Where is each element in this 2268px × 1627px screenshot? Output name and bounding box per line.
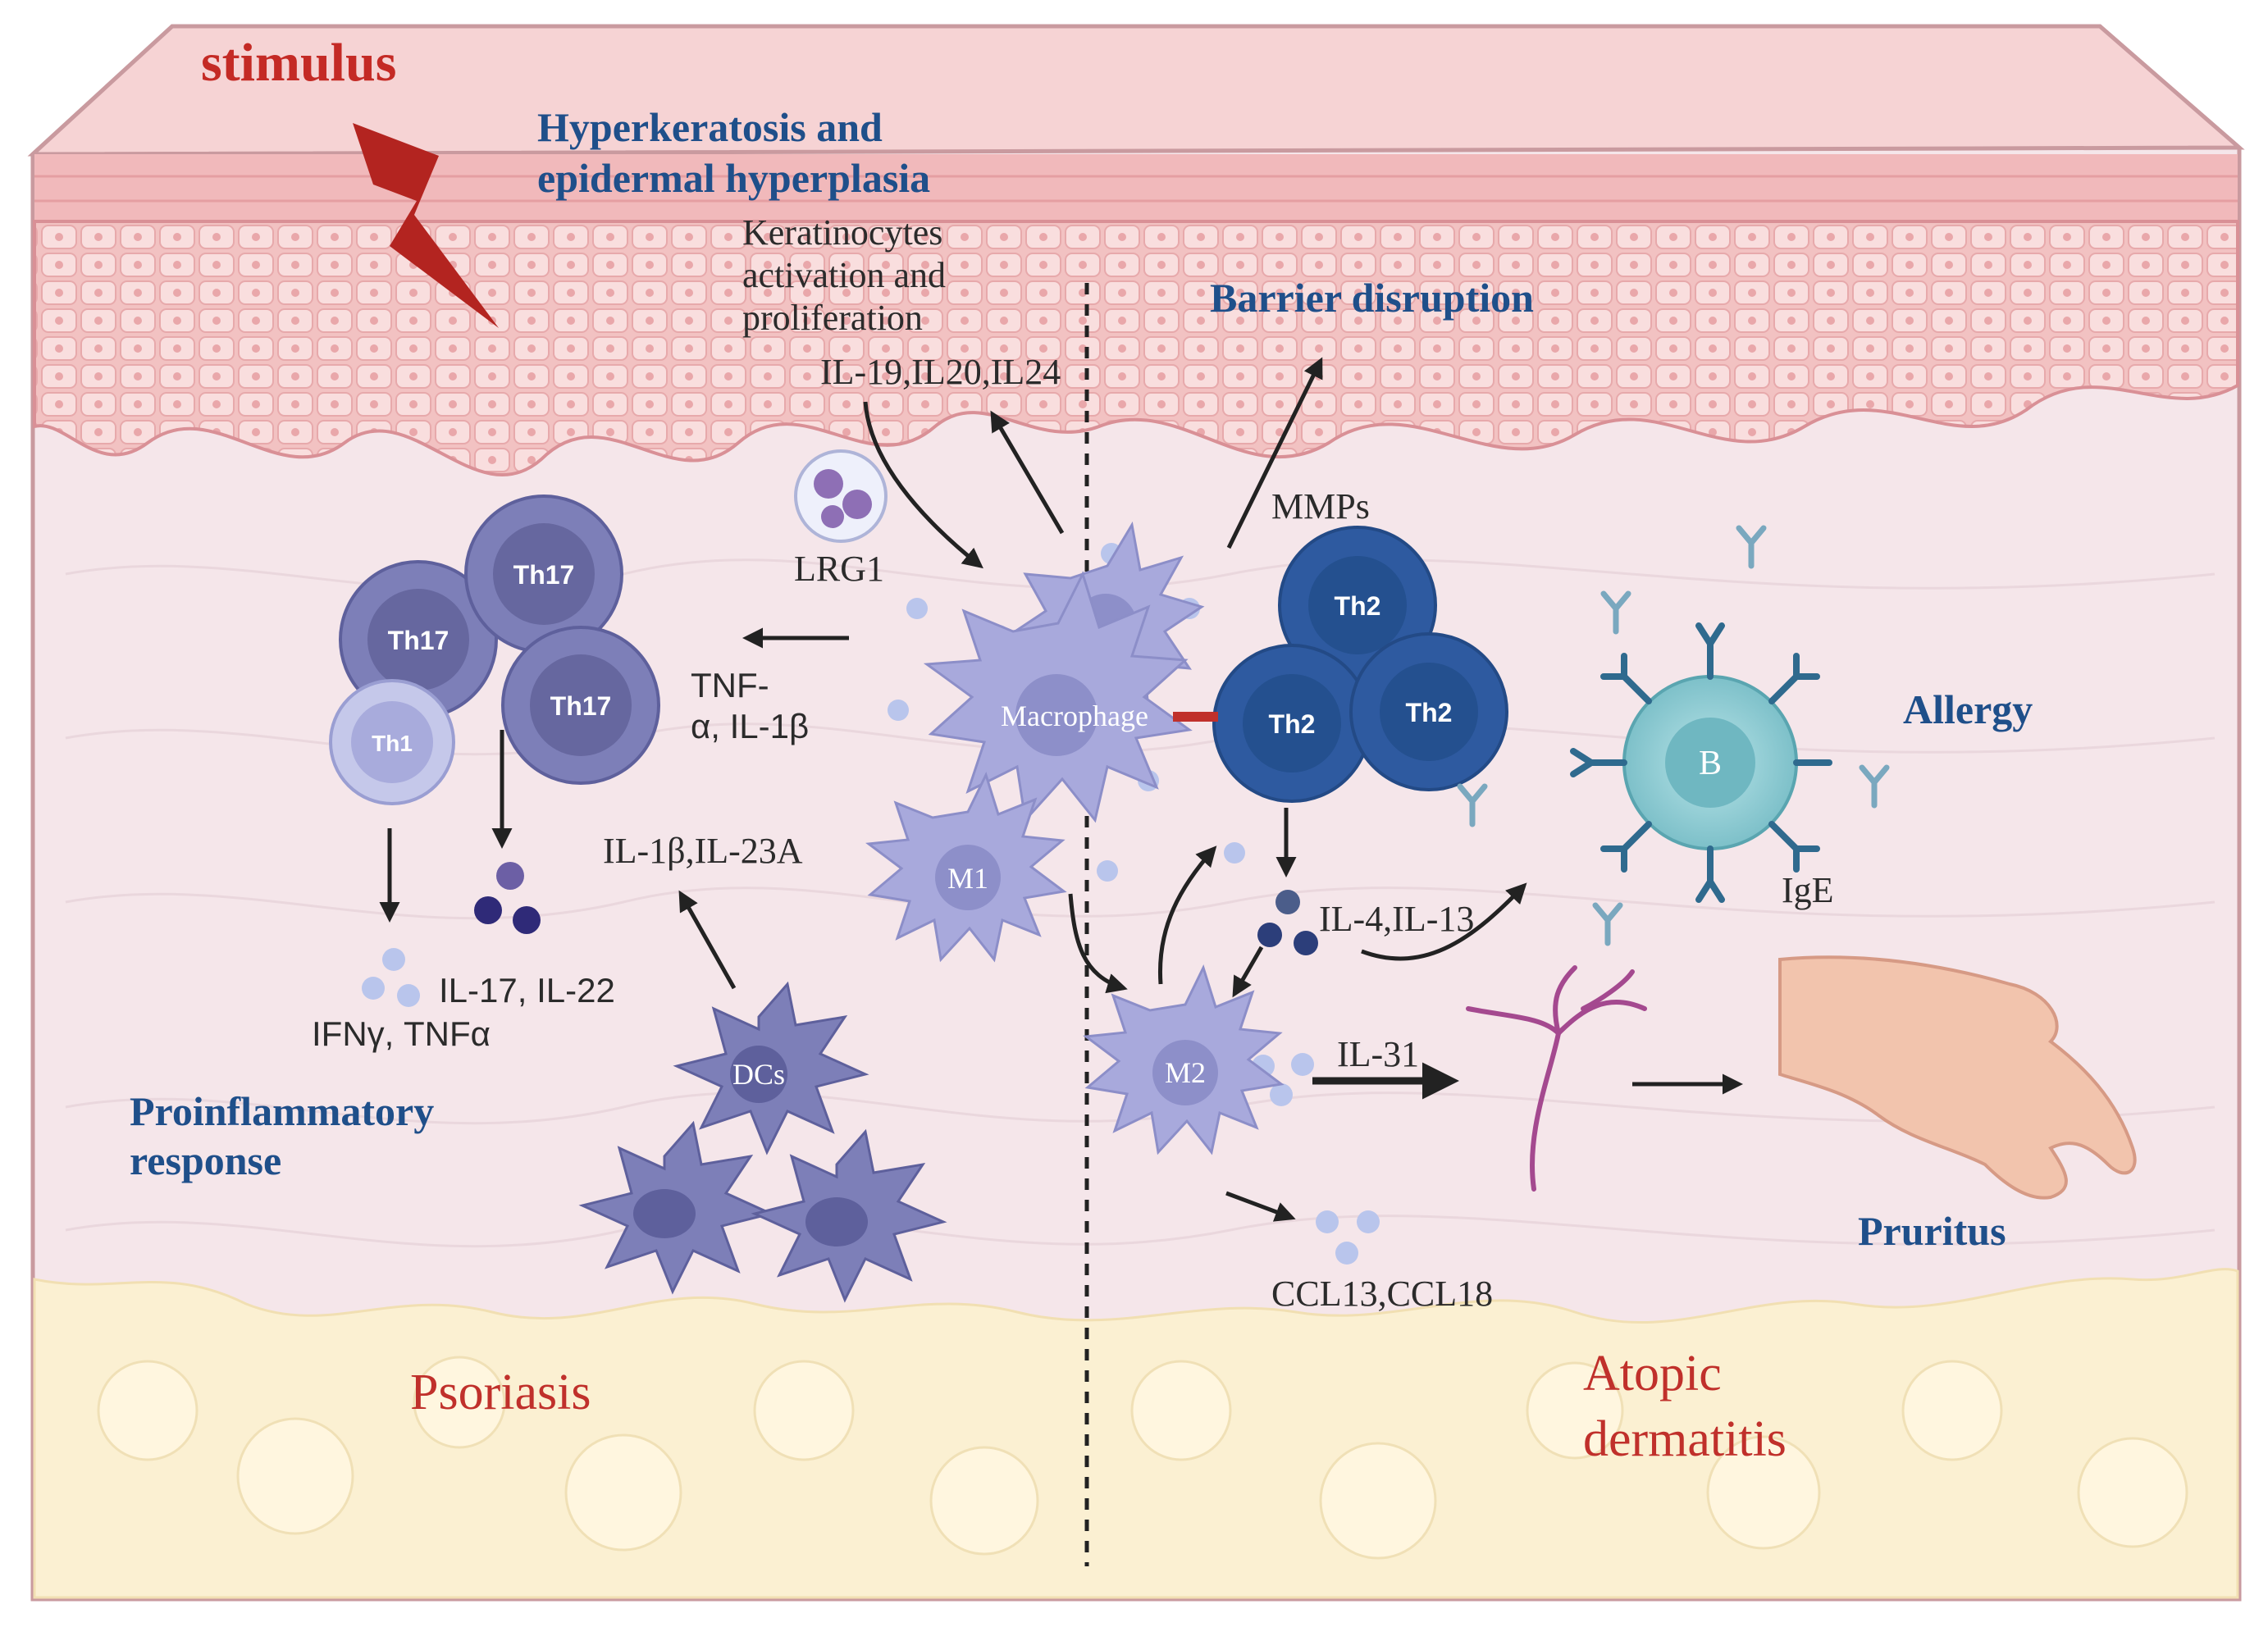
skin-block — [27, 24, 2245, 1602]
il31-label: IL-31 — [1337, 1034, 1419, 1074]
ige-antibody-icon — [1570, 622, 1832, 903]
atopic-label-1: Atopic — [1583, 1346, 1722, 1401]
barrier-disruption-label: Barrier disruption — [1210, 275, 1534, 321]
il4-il13-label: IL-4,IL-13 — [1319, 899, 1474, 939]
pruritus-label: Pruritus — [1858, 1208, 2006, 1254]
arrows — [379, 357, 1743, 1222]
tnf-label-2: α, IL-1β — [691, 707, 809, 745]
ige-label: IgE — [1782, 870, 1834, 910]
svg-text:Th17: Th17 — [550, 691, 612, 721]
m2-macrophage: M2 — [1083, 964, 1285, 1155]
il19-group-label: IL-19,IL20,IL24 — [820, 352, 1061, 392]
macrophage-cell: Macrophage — [923, 570, 1193, 823]
svg-text:M1: M1 — [947, 862, 988, 895]
il17-il22-label: IL-17, IL-22 — [439, 971, 615, 1009]
svg-text:Th2: Th2 — [1335, 591, 1381, 621]
psoriasis-label: Psoriasis — [410, 1365, 591, 1420]
hyperkeratosis-label-1: Hyperkeratosis and — [537, 104, 883, 150]
th1-cell: Th1 — [329, 679, 455, 805]
proinflammatory-label-2: response — [130, 1137, 281, 1183]
dendritic-cell: DCs — [673, 981, 869, 1155]
svg-text:Th17: Th17 — [513, 560, 575, 590]
tnf-label-1: TNF- — [691, 666, 769, 704]
dendritic-cell — [751, 1128, 947, 1303]
th2-cell: Th2 — [1212, 644, 1371, 803]
th2-cell: Th2 — [1349, 632, 1508, 791]
svg-text:B: B — [1699, 745, 1722, 782]
svg-text:M2: M2 — [1165, 1056, 1206, 1089]
mmps-label: MMPs — [1271, 486, 1370, 526]
th17-cell: Th17 — [464, 494, 623, 654]
allergy-label: Allergy — [1903, 686, 2033, 732]
proinflammatory-label-1: Proinflammatory — [130, 1088, 434, 1134]
svg-text:Th2: Th2 — [1269, 709, 1316, 739]
m1-macrophage: M1 — [865, 771, 1067, 963]
stimulus-label: stimulus — [201, 33, 396, 93]
lrg1-neutrophil — [794, 449, 888, 543]
b-cell: B — [1622, 675, 1798, 850]
keratinocytes-label-1: Keratinocytes — [742, 212, 942, 253]
svg-text:Macrophage: Macrophage — [1001, 700, 1148, 732]
hyperkeratosis-label-2: epidermal hyperplasia — [537, 155, 930, 201]
keratinocytes-label-2: activation and — [742, 255, 946, 295]
ifng-tnfa-label: IFNγ, TNFα — [312, 1014, 491, 1053]
scratching-hand-icon — [1778, 955, 2137, 1200]
il1b-il23a-label: IL-1β,IL-23A — [603, 831, 803, 871]
nerve-fiber-icon — [1466, 965, 1647, 1192]
keratinocytes-label-3: proliferation — [742, 298, 923, 338]
svg-text:DCs: DCs — [732, 1058, 785, 1091]
th17-cell: Th17 — [339, 560, 498, 719]
dendritic-cell — [578, 1120, 775, 1295]
svg-text:Th2: Th2 — [1406, 698, 1453, 727]
svg-text:Th1: Th1 — [372, 731, 413, 756]
atopic-label-2: dermatitis — [1583, 1411, 1787, 1467]
ccl-label: CCL13,CCL18 — [1271, 1274, 1493, 1314]
svg-text:Th17: Th17 — [388, 626, 449, 655]
lightning-bolt-icon — [353, 123, 499, 328]
lrg1-label: LRG1 — [794, 549, 884, 589]
receptor-icon — [1173, 712, 1218, 722]
th17-cell: Th17 — [501, 626, 660, 785]
free-antibody-icon — [1457, 525, 1890, 946]
